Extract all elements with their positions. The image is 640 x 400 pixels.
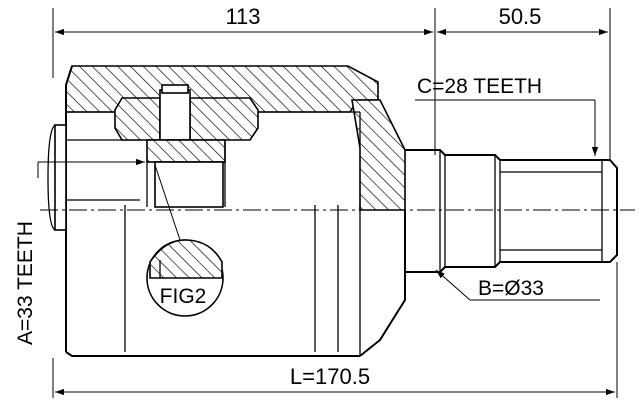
dimension-113: 113 (52, 4, 436, 155)
housing-flange (47, 124, 140, 231)
dimension-50-5: 50.5 (437, 4, 611, 160)
fig2-label: FIG2 (160, 285, 207, 308)
tripod-hub (114, 84, 259, 208)
inner-teeth-label: A=33 TEETH (14, 221, 37, 345)
dimension-total-label: L=170.5 (290, 364, 370, 389)
shaft-stub (405, 149, 618, 273)
dimension-113-label: 113 (225, 4, 260, 29)
stub-diameter-label: B=Ø33 (478, 277, 544, 300)
outer-teeth-leader: C=28 TEETH (415, 75, 599, 156)
dimension-total: L=170.5 (52, 262, 618, 398)
fig2-detail: FIG2 (146, 164, 224, 317)
stub-diameter-leader: B=Ø33 (435, 269, 600, 301)
inner-teeth-leader (37, 158, 145, 178)
dimension-50-5-label: 50.5 (499, 4, 542, 29)
outer-teeth-label: C=28 TEETH (417, 75, 542, 98)
